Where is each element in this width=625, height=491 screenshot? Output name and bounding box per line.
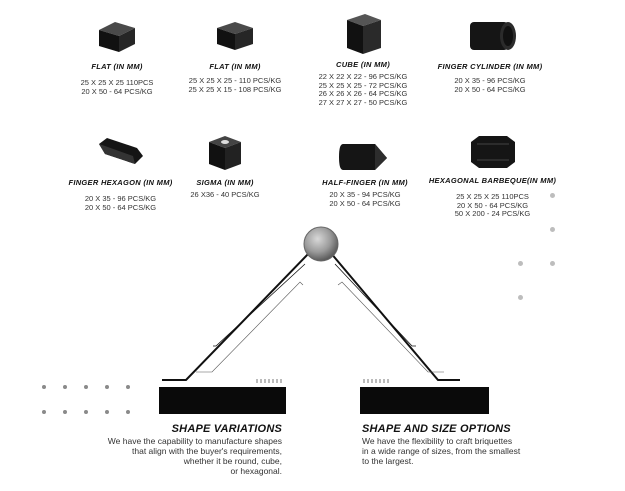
product-spec: 20 X 50 - 64 PCS/KG xyxy=(454,84,526,94)
decor-dot xyxy=(550,227,555,232)
hexagonal-barbeque-icon xyxy=(470,136,515,168)
decor-dot xyxy=(518,261,523,266)
feature-desc-left: We have the capability to manufacture sh… xyxy=(107,436,282,476)
black-bar-left xyxy=(159,387,286,414)
product-spec: 20 X 35 - 94 PCS/KG xyxy=(329,190,401,199)
decor-dot xyxy=(550,261,555,266)
product-spec: 25 X 25 X 25 - 110 PCS/KG xyxy=(188,76,282,85)
product-title: CUBE (IN MM) xyxy=(335,60,390,69)
product-spec: 20 X 50 - 64 PCS/KG xyxy=(456,200,529,210)
decor-dot xyxy=(550,193,555,198)
dotted-strip xyxy=(363,379,389,383)
feature-title-left: SHAPE VARIATIONS xyxy=(171,423,282,435)
decor-dot xyxy=(518,295,523,300)
product-spec: 20 X 50 - 64 PCS/KG xyxy=(81,86,153,96)
product-cube: CUBE (IN MM) 22 X 22 X 22 - 96 PCS/KG 25… xyxy=(298,10,428,107)
flat-block-icon xyxy=(99,22,135,52)
feature-desc-right: We have the flexibility to craft briquet… xyxy=(362,436,521,466)
product-spec: 26 X 26 X 26 - 64 PCS/KG xyxy=(318,89,408,99)
product-title: HEXAGONAL BARBEQUE(IN MM) xyxy=(428,176,557,185)
product-spec: 27 X 27 X 27 - 50 PCS/KG xyxy=(318,97,408,107)
product-sigma: SIGMA (IN MM) 26 X36 - 40 PCS/KG xyxy=(170,132,280,200)
product-flat-2: FLAT (IN MM) 25 X 25 X 25 - 110 PCS/KG 2… xyxy=(170,16,300,94)
sigma-icon xyxy=(209,136,241,170)
product-spec: 26 X36 - 40 PCS/KG xyxy=(190,190,260,199)
product-spec: 50 X 200 - 24 PCS/KG xyxy=(454,209,531,219)
hexagon-finger-icon xyxy=(98,138,143,164)
flat-block-icon xyxy=(217,22,253,50)
product-spec: 22 X 22 X 22 - 96 PCS/KG xyxy=(318,72,408,81)
product-title: FINGER HEXAGON (IN MM) xyxy=(68,178,173,187)
product-title: FINGER CYLINDER (IN MM) xyxy=(437,62,543,71)
product-half-finger: HALF-FINGER (IN MM) 20 X 35 - 94 PCS/KG … xyxy=(300,136,430,208)
product-spec: 20 X 50 - 64 PCS/KG xyxy=(84,202,157,212)
product-spec: 20 X 35 - 96 PCS/KG xyxy=(454,76,526,85)
product-title: FLAT (IN MM) xyxy=(91,62,143,71)
feature-title-right: SHAPE AND SIZE OPTIONS xyxy=(362,423,511,435)
product-flat-1: FLAT (IN MM) 25 X 25 X 25 110PCS 20 X 50… xyxy=(62,16,172,96)
product-hexagonal-barbeque: HEXAGONAL BARBEQUE(IN MM) 25 X 25 X 25 1… xyxy=(420,132,565,219)
product-spec: 20 X 35 - 96 PCS/KG xyxy=(84,194,157,203)
dotted-strip xyxy=(256,379,282,383)
product-spec: 25 X 25 X 15 - 108 PCS/KG xyxy=(188,84,282,94)
product-title: HALF-FINGER (IN MM) xyxy=(322,178,408,187)
cylinder-icon xyxy=(470,22,516,50)
product-title: FLAT (IN MM) xyxy=(209,62,261,71)
product-spec: 25 X 25 X 25 - 72 PCS/KG xyxy=(318,80,408,90)
product-title: SIGMA (IN MM) xyxy=(196,178,254,187)
product-finger-cylinder: FINGER CYLINDER (IN MM) 20 X 35 - 96 PCS… xyxy=(425,16,555,94)
black-bar-right xyxy=(360,387,489,414)
half-finger-icon xyxy=(339,144,387,170)
product-spec: 25 X 25 X 25 110PCS xyxy=(456,192,529,201)
product-spec: 25 X 25 X 25 110PCS xyxy=(80,78,154,87)
product-spec: 20 X 50 - 64 PCS/KG xyxy=(329,198,401,208)
cube-icon xyxy=(347,14,381,54)
product-finger-hexagon: FINGER HEXAGON (IN MM) 20 X 35 - 96 PCS/… xyxy=(58,132,183,212)
